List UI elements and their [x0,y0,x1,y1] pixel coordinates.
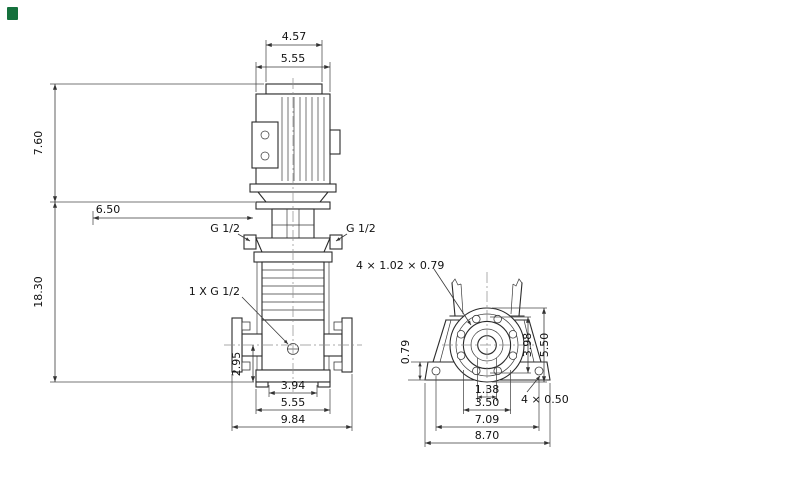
housing-slope-right [528,319,542,363]
drain-port-label: 1 X G 1/2 [189,285,240,298]
motor-side-box [329,129,341,155]
flange-bolt [241,361,251,371]
dim-label-flange-to-flange: 9.84 [281,413,306,426]
terminal-box [251,121,279,169]
dim-label-head-depth: 6.50 [96,203,121,216]
port-right [329,234,343,250]
port-left [243,234,257,250]
corner-hole-left [431,366,441,376]
fan-cover [265,83,323,95]
motor [249,83,341,203]
pump-base [231,317,353,388]
dim-label-base-width: 5.55 [281,396,306,409]
motor-fins [281,97,325,181]
base-dimensions: 4 × 1.02 × 0.79 0.79 3.98 5.50 1.38 3.50 [356,259,569,447]
dim-label-pump-height: 18.30 [32,276,45,308]
logo-mark [7,7,18,20]
dim-label-fan-cover-width: 4.57 [282,30,307,43]
dim-label-base-plate-thickness: 0.79 [399,340,412,365]
port-right-label: G 1/2 [346,222,376,235]
flange-holes-label: 4 × 1.02 × 0.79 [356,259,444,272]
dim-label-base-length: 8.70 [475,429,500,442]
dim-label-hub: 3.50 [475,396,500,409]
terminal-gland-top [260,130,270,140]
port-left-label: G 1/2 [210,222,240,235]
foot-right [317,381,331,388]
flange-bolt [333,321,343,331]
dim-label-flange-od: 5.50 [538,333,551,358]
foot-left [255,381,269,388]
housing-slope-left [432,319,447,363]
break-line-right [512,278,523,287]
dim-label-foot-hole-spacing: 7.09 [475,413,500,426]
dim-label-base-bolt-spacing: 3.94 [281,379,306,392]
corner-hole-right [534,366,544,376]
dim-label-port-center-height: 2.95 [230,352,243,377]
terminal-gland-bottom [260,151,270,161]
dim-label-motor-width: 5.55 [281,52,306,65]
base-view: 4 × 1.02 × 0.79 0.79 3.98 5.50 1.38 3.50 [356,259,569,447]
front-dimensions: 4.57 5.55 7.60 18.30 6.50 G 1/2 G 1/2 [32,30,376,431]
dim-label-bore: 1.38 [475,383,500,396]
dim-label-bolt-circle: 3.98 [521,333,534,358]
break-line-left [451,278,462,286]
corner-holes-label: 4 × 0.50 [521,393,569,406]
dim-label-motor-height: 7.60 [32,131,45,156]
flange-bolt [241,321,251,331]
flange-bolt [333,361,343,371]
front-view: 4.57 5.55 7.60 18.30 6.50 G 1/2 G 1/2 [32,30,376,431]
